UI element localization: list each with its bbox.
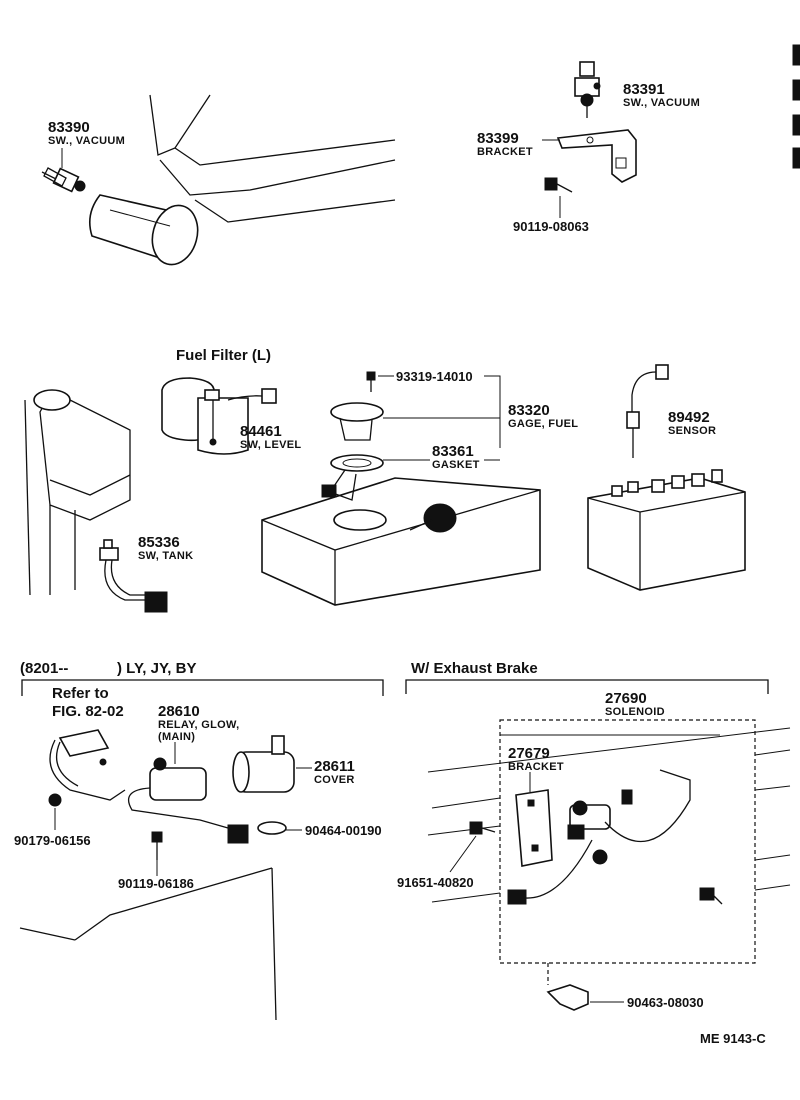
filter-canister-illustration — [89, 194, 199, 266]
frame-lines-illustration — [427, 727, 791, 903]
fuel-filter-illustration — [161, 377, 277, 455]
part-89492-number: 89492 — [668, 409, 710, 426]
bolt-90119-06186-illustration — [151, 831, 163, 860]
part-85336-name: SW, TANK — [138, 550, 193, 562]
part-83320-name: GAGE, FUEL — [508, 418, 578, 430]
part-84461-name: SW, LEVEL — [240, 439, 301, 451]
solenoid-27690-illustration — [507, 769, 691, 905]
model-range-open: (8201-- — [20, 660, 68, 677]
bracket-27679-illustration — [515, 789, 553, 867]
edge-marks — [792, 44, 800, 169]
reservoir-tank-illustration — [24, 389, 131, 596]
part-83391-name: SW., VACUUM — [623, 97, 700, 109]
bracket-83399-illustration — [556, 129, 637, 183]
clip-90464-illustration — [257, 821, 287, 835]
bolt-91651-illustration — [469, 821, 496, 835]
part-27679-number: 27679 — [508, 745, 550, 762]
vacuum-switch-83390-illustration — [41, 167, 86, 193]
part-83361-name: GASKET — [432, 459, 480, 471]
part-83320-number: 83320 — [508, 402, 550, 419]
part-28611-name: COVER — [314, 774, 355, 786]
part-28611-number: 28611 — [314, 758, 355, 775]
part-27690-number: 27690 — [605, 690, 647, 707]
part-90119-08063-number: 90119-08063 — [513, 219, 589, 234]
part-90179-06156-number: 90179-06156 — [14, 833, 91, 848]
refer-line-1[interactable]: Refer to — [52, 685, 109, 702]
refer-line-2[interactable]: FIG. 82-02 — [52, 703, 124, 720]
bolt-right-illustration — [699, 887, 723, 905]
nut-90179-illustration — [48, 793, 62, 807]
tank-switch-85336-illustration — [99, 539, 168, 613]
clamp-90463-illustration — [546, 984, 589, 1011]
fuel-filter-heading: Fuel Filter (L) — [176, 347, 271, 364]
battery-illustration — [587, 469, 746, 591]
part-90464-00190-number: 90464-00190 — [305, 823, 382, 838]
frame-rail-illustration — [149, 94, 396, 223]
part-83399-name: BRACKET — [477, 146, 533, 158]
part-90119-06186-number: 90119-06186 — [118, 876, 194, 891]
fuel-tank-illustration — [261, 477, 541, 606]
part-83390-name: SW., VACUUM — [48, 135, 125, 147]
vacuum-switch-83391-illustration — [574, 61, 601, 118]
part-28610-name-1: RELAY, GLOW, — [158, 719, 239, 731]
sensor-89492-illustration — [626, 364, 669, 458]
part-93319-14010-number: 93319-14010 — [396, 369, 473, 384]
part-91651-40820-number: 91651-40820 — [397, 875, 474, 890]
part-84461-number: 84461 — [240, 423, 282, 440]
part-83361-number: 83361 — [432, 443, 474, 460]
cover-28611-illustration — [232, 735, 295, 793]
exhaust-brake-heading: W/ Exhaust Brake — [411, 660, 538, 677]
fuel-gage-83320-illustration — [321, 371, 384, 501]
part-89492-name: SENSOR — [668, 425, 716, 437]
figure-id: ME 9143-C — [700, 1031, 766, 1046]
lower-tank-illustration — [19, 867, 277, 1021]
part-27679-name: BRACKET — [508, 761, 564, 773]
relay-assembly-illustration — [49, 729, 126, 801]
part-28610-number: 28610 — [158, 703, 200, 720]
part-90463-08030-number: 90463-08030 — [627, 995, 704, 1010]
part-83399-number: 83399 — [477, 130, 519, 147]
part-83391-number: 83391 — [623, 81, 665, 98]
glow-relay-28610-illustration — [127, 757, 249, 844]
part-28610-name-2: (MAIN) — [158, 731, 195, 743]
part-85336-number: 85336 — [138, 534, 180, 551]
part-27690-name: SOLENOID — [605, 706, 665, 718]
part-83390-number: 83390 — [48, 119, 90, 136]
model-range-close: ) LY, JY, BY — [117, 660, 196, 677]
bolt-90119-08063-illustration — [544, 177, 573, 193]
solenoid-assembly-box — [499, 719, 756, 964]
